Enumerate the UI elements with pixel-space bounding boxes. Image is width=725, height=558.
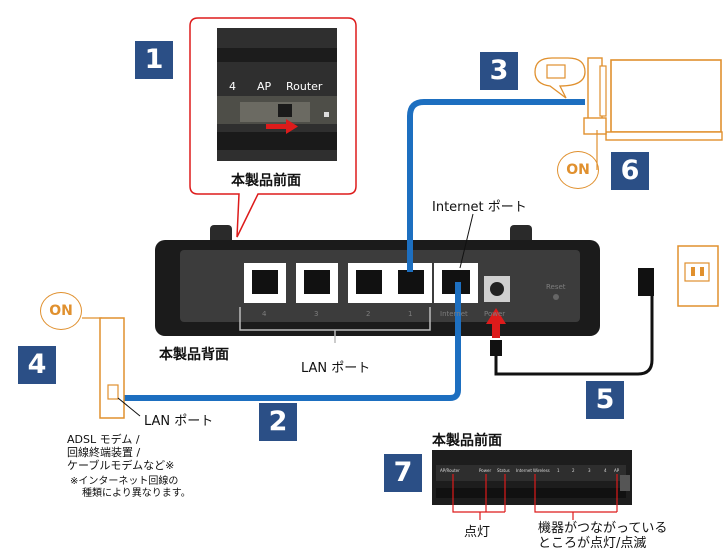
lan-bracket: [239, 307, 431, 343]
port-label-4: 4: [262, 310, 267, 318]
inset-caption: 本製品前面: [231, 173, 301, 189]
internet-jack-label: Internet: [440, 310, 468, 318]
led-label-ap: AP: [614, 468, 620, 473]
led-callouts: [452, 474, 618, 520]
step-1: 1: [135, 41, 173, 79]
led-label-status: Status: [497, 468, 510, 473]
switch-arrow: [266, 119, 298, 134]
led-label-ap-router: AP/Router: [440, 468, 460, 473]
lit-label: 点灯: [464, 525, 491, 540]
power-jack-label: Power: [484, 310, 506, 318]
led-label-wireless: Wireless: [533, 468, 550, 473]
pc-illustration: [583, 57, 723, 141]
port-label-2: 2: [366, 310, 371, 318]
switch-label-router: Router: [286, 80, 323, 93]
wall-outlet: [677, 245, 719, 307]
modem-note: ※インターネット回線の 種類により異なります。: [70, 476, 191, 499]
led-label-2: 2: [572, 468, 575, 473]
led-label-1: 1: [557, 468, 560, 473]
reset-label: Reset: [546, 283, 566, 291]
switch-label-ap: AP: [257, 80, 272, 93]
back-caption: 本製品背面: [159, 347, 229, 363]
step-2: 2: [259, 403, 297, 441]
led-label-internet: Internet: [516, 468, 532, 473]
reset-button: [553, 294, 559, 300]
internet-pointer: [459, 213, 474, 269]
cable-router-pc: [407, 99, 585, 272]
router-back-panel: [155, 225, 600, 336]
connected-label: 機器がつながっている ところが点灯/点滅: [538, 521, 668, 551]
port-label-1: 1: [408, 310, 413, 318]
modem-illustration: [82, 317, 125, 419]
switch-label-4: 4: [229, 80, 236, 93]
led-label-power: Power: [479, 468, 492, 473]
step-7: 7: [384, 454, 422, 492]
modem-description: ADSL モデム / 回線終端装置 / ケーブルモデムなど※: [67, 433, 175, 472]
power-adapter: [638, 268, 654, 296]
on-badge-pc: ON: [557, 151, 599, 189]
cable-modem-router: [117, 282, 461, 401]
step-6: 6: [611, 152, 649, 190]
step-5: 5: [586, 381, 624, 419]
modem-lan-port-label: LAN ポート: [144, 414, 214, 429]
on-badge-modem: ON: [40, 292, 82, 330]
power-arrow: [486, 308, 506, 338]
front-caption: 本製品前面: [432, 433, 502, 449]
switch-photo: [217, 28, 337, 161]
power-plug: [490, 340, 502, 356]
lan-port-icon: [546, 64, 566, 79]
led-label-3: 3: [588, 468, 591, 473]
router-front-panel: [432, 450, 632, 505]
internet-port-label: Internet ポート: [432, 200, 527, 215]
step-3: 3: [480, 52, 518, 90]
led-label-4: 4: [604, 468, 607, 473]
lan-port-label: LAN ポート: [301, 361, 371, 376]
step-4: 4: [18, 346, 56, 384]
port-label-3: 3: [314, 310, 319, 318]
